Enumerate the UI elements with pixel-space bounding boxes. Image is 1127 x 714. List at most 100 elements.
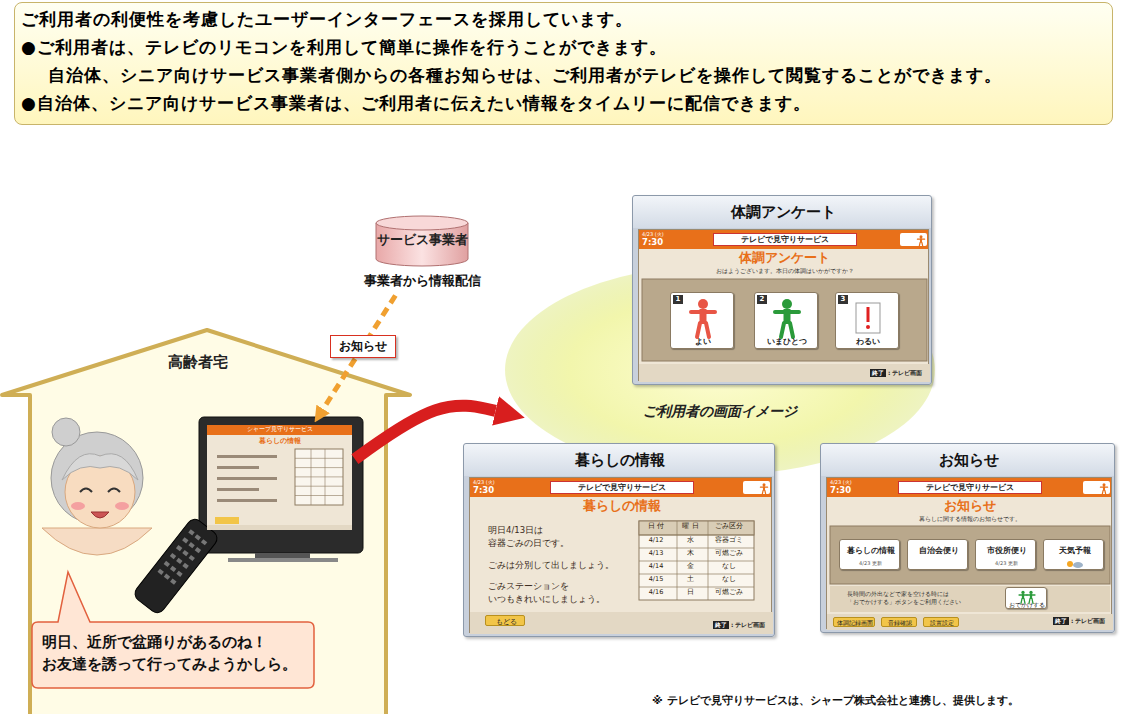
- table-cell: 4/14: [637, 562, 675, 570]
- table-cell: 金: [675, 562, 706, 570]
- node-text: 2: [757, 295, 767, 304]
- node-text: 体調記録画面: [834, 620, 876, 627]
- node-text: テレビで見守りサービス: [550, 481, 694, 494]
- node-text: 体調アンケート: [633, 203, 933, 222]
- node-text: おでかけする: [1006, 602, 1048, 609]
- edge-label: お知らせ: [330, 335, 396, 358]
- node-text: 暮らしの情報: [470, 498, 773, 514]
- menu-button: 天気予報: [1043, 539, 1104, 570]
- node-text: シャープ見守りサービス: [237, 426, 322, 433]
- node-text: 4/23 更新: [976, 560, 1037, 566]
- node-text: 明日4/13日は 容器ごみの日です。: [488, 524, 588, 550]
- node-text: 自治会便り: [908, 546, 969, 555]
- node-text: 4/23 (火): [830, 479, 870, 485]
- node-text: 終了: [713, 621, 729, 629]
- menu-button: 暮らしの情報 4/23 更新: [839, 539, 900, 570]
- node-text: わるい: [836, 337, 900, 346]
- intro-panel: ご利用者の利便性を考慮したユーザーインターフェースを採用しています。 ●ご利用者は…: [14, 2, 1113, 125]
- table-cell: なし: [706, 575, 752, 583]
- node-text: 設置設定: [924, 620, 960, 627]
- menu-button: 設置設定: [923, 617, 959, 627]
- node-text: お知らせ: [821, 451, 1116, 470]
- node-text: 体調アンケート: [639, 250, 930, 266]
- tv-screen: 4/23 (火)7:30 テレビで見守りサービス体調アンケートおはようございます。…: [638, 229, 929, 381]
- answer-button: 1 よい: [670, 292, 734, 349]
- node-text: 天気予報: [1044, 546, 1105, 555]
- table-cell: 可燃ごみ: [706, 549, 752, 557]
- node-text: いまひとつ: [755, 337, 819, 346]
- node-text: 事業者から情報配信: [350, 273, 495, 289]
- node-text: 高齢者宅: [168, 353, 252, 372]
- node-text: 暮らしの情報: [840, 546, 901, 555]
- table-cell: 曜 日: [675, 522, 706, 530]
- node-text: ●自治体、シニア向けサービス事業者は、ご利用者に伝えたい情報をタイムリーに配信で…: [21, 93, 1111, 114]
- screen-window: お知らせ4/23 (火)7:30テレビで見守りサービスお知らせ暮らしに関する情報…: [820, 443, 1115, 633]
- menu-button: 音録確認: [881, 617, 917, 627]
- node-text: 終了: [870, 369, 886, 377]
- node-text: 暮らしの情報: [464, 451, 776, 470]
- house-outline: 高齢者宅シャープ見守りサービス暮らしの情報明日、近所で盆踊りがあるのね！ お友達…: [0, 328, 412, 714]
- node-text: ご利用者の画面イメージ: [620, 403, 820, 421]
- node-text: 暮らしに関する情報のお知らせです。: [827, 515, 1113, 523]
- node-text: ご利用者の利便性を考慮したユーザーインターフェースを採用しています。: [21, 9, 1111, 30]
- table-cell: なし: [706, 562, 752, 570]
- node-text: 3: [838, 295, 848, 304]
- node-text: : テレビ画面: [731, 621, 771, 629]
- node-text: 終了: [1053, 617, 1069, 625]
- node-text: お知らせ: [827, 498, 1113, 514]
- node-text: 長時間の外出などで家を空ける時には 「おでかけする」ボタンをご利用ください: [847, 590, 972, 607]
- outing-button: おでかけする: [1005, 587, 1047, 609]
- menu-button: 体調記録画面: [833, 617, 875, 627]
- node-text: 4/23 (火): [473, 479, 513, 485]
- node-text: テレビで見守りサービス: [898, 481, 1042, 494]
- table-cell: 4/15: [637, 575, 675, 583]
- node-text: 自治体、シニア向けサービス事業者側からの各種お知らせは、ご利用者がテレビを操作し…: [48, 65, 1108, 86]
- node-text: 7:30: [642, 237, 676, 248]
- table-cell: 4/16: [637, 588, 675, 596]
- answer-button: 2 いまひとつ: [754, 292, 818, 349]
- back-button: もどる: [485, 615, 525, 626]
- footnote: ※ テレビで見守りサービスは、シャープ株式会社と連携し、提供します。: [652, 694, 1122, 708]
- shape-outline: [1044, 540, 1105, 571]
- node-text: テレビで見守りサービス: [713, 233, 857, 246]
- node-text: 1: [673, 295, 683, 304]
- table-cell: 水: [675, 536, 706, 544]
- table-cell: 日 付: [637, 522, 675, 530]
- node-text: ごみは分別して出しましょう。: [488, 560, 628, 571]
- screen-window: 体調アンケート4/23 (火)7:30テレビで見守りサービス体調アンケートおはよ…: [632, 195, 932, 385]
- service-provider-cylinder: サービス事業者事業者から情報配信: [350, 213, 495, 293]
- node-text: 7:30: [830, 485, 864, 496]
- node-text: 4/23 (火): [642, 231, 682, 237]
- node-text: おはようございます。本日の体調はいかがですか？: [639, 267, 930, 275]
- node-text: ●ご利用者は、テレビのリモコンを利用して簡単に操作を行うことができます。: [21, 37, 1111, 58]
- node-text: 7:30: [473, 485, 507, 496]
- node-text: 暮らしの情報: [207, 437, 352, 446]
- answer-button: 3 わるい: [835, 292, 899, 349]
- menu-button: 市役所便り 4/23 更新: [975, 539, 1036, 570]
- node-text: サービス事業者: [350, 232, 495, 248]
- connector-arrow: [323, 296, 395, 409]
- table-cell: ごみ区分: [706, 522, 752, 530]
- node-text: : テレビ画面: [1071, 617, 1111, 625]
- connector-arrow: [355, 406, 496, 459]
- speech-bubble: 明日、近所で盆踊りがあるのね！ お友達を誘って行ってみようかしら。: [32, 622, 314, 688]
- table-cell: 土: [675, 575, 706, 583]
- table-cell: 可燃ごみ: [706, 588, 752, 596]
- menu-button: 自治会便り: [907, 539, 968, 570]
- table-cell: 容器ゴミ: [706, 536, 752, 544]
- node-text: 明日、近所で盆踊りがあるのね！ お友達を誘って行ってみようかしら。: [42, 632, 306, 676]
- tv-screen: 4/23 (火)7:30 テレビで見守りサービスお知らせ暮らしに関する情報のお知ら…: [826, 477, 1112, 629]
- node-text: : テレビ画面: [888, 369, 928, 377]
- table-cell: 4/12: [637, 536, 675, 544]
- node-text: 音録確認: [882, 620, 918, 627]
- table-cell: 4/13: [637, 549, 675, 557]
- node-text: よい: [671, 337, 735, 346]
- node-text: もどる: [486, 618, 526, 626]
- node-text: 市役所便り: [976, 546, 1037, 555]
- node-text: 4/23 更新: [840, 560, 901, 566]
- tv-screen: シャープ見守りサービス暮らしの情報: [207, 425, 352, 530]
- node-text: ごみステーションを いつもきれいにしましょう。: [488, 580, 618, 606]
- table-cell: 日: [675, 588, 706, 596]
- table-cell: 木: [675, 549, 706, 557]
